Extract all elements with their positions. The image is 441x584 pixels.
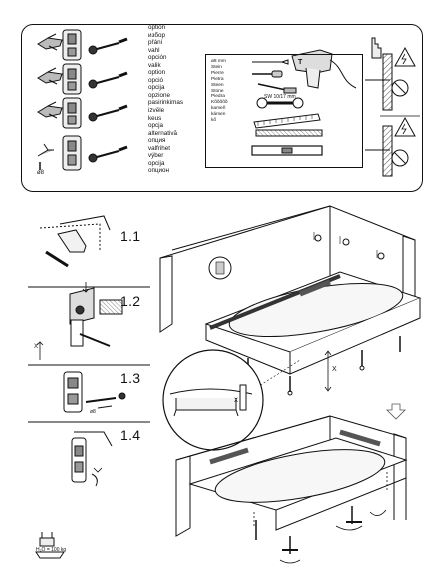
bracket-option-1 [37, 29, 128, 61]
option-word: izvēle [148, 107, 165, 115]
tools-language-item: kámen [211, 112, 226, 118]
option-word: alternativă [148, 129, 178, 137]
bracket-option-4 [37, 135, 128, 171]
electric-warning-icon-2 [394, 116, 416, 137]
tools-language-item: Piedra [211, 94, 225, 100]
hand-icon [371, 37, 382, 59]
option-word: избор [148, 31, 165, 39]
water-weight-label: H₂O = 100 kg [36, 547, 67, 553]
bathtub-lower [175, 415, 408, 564]
option-word: valik [148, 61, 161, 69]
tools-language-item: Pietra [211, 76, 224, 82]
spirit-level-icon [251, 145, 323, 156]
tools-language-item: ø8 mm [211, 59, 226, 64]
step-label-1-1: 1.1 [120, 228, 141, 244]
no-drill-icon [391, 79, 409, 97]
detail-dimension-label: X [234, 398, 239, 404]
option-word: výber [148, 152, 164, 160]
tools-language-item: Kõõõõõ [211, 100, 228, 106]
bracket-option-2 [37, 63, 128, 95]
warning-illustration [365, 37, 420, 177]
step13-drill-label: ø8 [90, 409, 96, 415]
tools-illustration: T [251, 49, 357, 156]
option-word: pasirinkimas [148, 99, 183, 107]
option-word: opzione [148, 91, 171, 99]
tools-language-item: Steen [211, 82, 224, 88]
option-word: opcija [148, 84, 165, 92]
hammer-icon [257, 83, 297, 94]
svg-text:T: T [298, 59, 303, 66]
wrench-icon [256, 97, 304, 109]
folding-rule-icon [255, 129, 323, 137]
tools-language-list: ø8 mm Stein Pierre Pietra Steen Stone Pi… [211, 59, 228, 124]
option-word: opción [148, 54, 167, 62]
option-word: опцион [148, 167, 170, 175]
bracket-option-group [37, 29, 128, 171]
tools-language-item: Stein [211, 64, 222, 70]
no-drill-icon-2 [391, 149, 409, 167]
power-drill-icon: T [291, 49, 357, 89]
step-panels [28, 215, 150, 487]
step-label-1-3: 1.3 [120, 370, 141, 386]
step-label-1-2: 1.2 [120, 293, 141, 309]
bathtub-upper [204, 271, 422, 399]
screwdriver-icon [252, 70, 283, 78]
step12-dimension-label: X [34, 344, 39, 350]
step-label-1-4: 1.4 [120, 427, 141, 443]
tools-box [205, 54, 363, 168]
down-arrow-icon [386, 403, 406, 420]
wall-drawing [159, 205, 416, 333]
tub-dimension-label: X [332, 366, 337, 373]
option-word: опция [148, 137, 166, 145]
option-word-list: option избор přání vahl opción valik opt… [148, 24, 183, 175]
ruler-icon [253, 113, 321, 129]
bracket-option-3 [37, 97, 128, 129]
option-word: vahl [148, 46, 160, 54]
tools-language-item: Pierre [211, 70, 224, 76]
option-word: přání [148, 39, 163, 47]
drill-size-label: ø8 [37, 170, 45, 176]
tools-language-item: Stone [211, 88, 224, 94]
electric-warning-icon [394, 46, 416, 67]
option-word: opcja [148, 122, 164, 130]
tools-language-item: kameň [211, 106, 226, 112]
option-panel-frame [21, 24, 423, 192]
option-word: keus [148, 114, 162, 122]
option-word: option [148, 69, 166, 77]
water-weight-icon [35, 532, 65, 559]
option-word: opció [148, 76, 164, 84]
option-word: opcija [148, 159, 165, 167]
tools-language-item: kő [211, 118, 217, 124]
option-word: option [148, 24, 166, 31]
option-word: valfrihet [148, 144, 171, 152]
wrench-size-label: SW 10/17 mm [264, 94, 296, 100]
drill-bit-icon [252, 59, 289, 65]
